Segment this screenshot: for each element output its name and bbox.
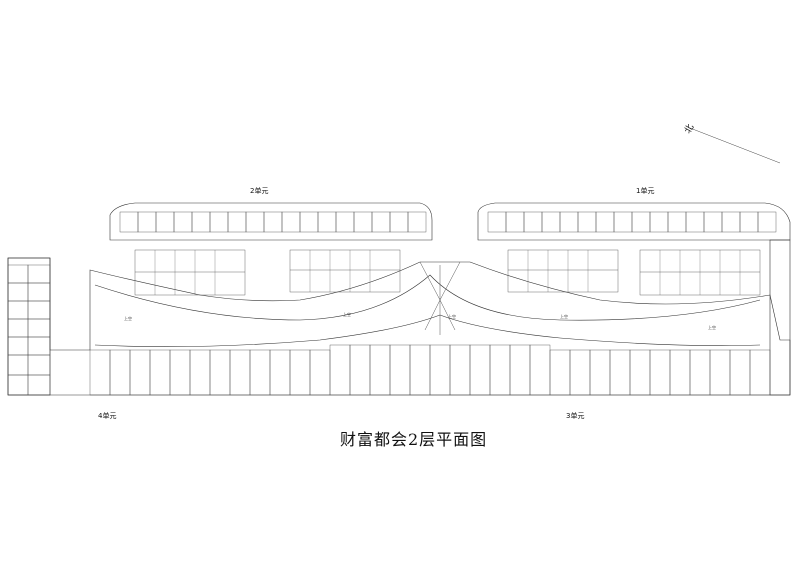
- drawing-title: 财富都会2层平面图: [340, 430, 488, 449]
- unit1-shop-cells: [487, 211, 777, 233]
- left-tower: [7, 257, 51, 396]
- unit2-shop-cells: [119, 211, 427, 233]
- north-arrow-line: [689, 127, 781, 164]
- unit2-label: 2单元: [250, 187, 269, 195]
- label-up-right: 上空: [560, 314, 568, 319]
- unit3-label: 3单元: [566, 412, 585, 420]
- unit2-outer-wall: [109, 202, 433, 241]
- label-up-left: 上空: [124, 316, 132, 321]
- left-tower-cells: [7, 264, 51, 396]
- label-up-center: 上空: [343, 312, 351, 317]
- label-up-far-right: 上空: [708, 325, 716, 330]
- unit4-label: 4单元: [98, 412, 117, 420]
- right-tower: [769, 239, 791, 396]
- unit1-label: 1单元: [636, 187, 655, 195]
- inner-island-blocks: [134, 249, 761, 296]
- corridor-curve: [94, 274, 761, 321]
- central-atrium: [419, 261, 461, 335]
- unit1-outer-wall: [477, 202, 791, 241]
- lower-shop-cells: [89, 344, 771, 396]
- corridor-curve-lower: [94, 314, 761, 347]
- label-up-mid: 上空: [448, 314, 456, 319]
- main-building-outline: [7, 257, 791, 396]
